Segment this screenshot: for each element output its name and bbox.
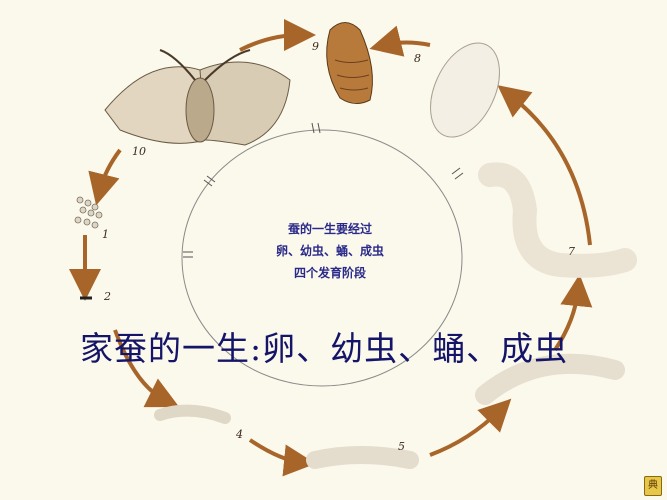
stage-number-4: 4 xyxy=(236,428,243,441)
stage-number-5: 5 xyxy=(398,440,405,453)
larva-small-illustration xyxy=(154,404,231,424)
larva-medium-illustration xyxy=(306,446,419,469)
pupa-illustration xyxy=(326,22,373,104)
center-line-2: 卵、幼虫、蛹、成虫 xyxy=(275,244,384,258)
eggs-illustration xyxy=(74,196,103,229)
stage-number-7: 7 xyxy=(568,245,575,258)
center-circle xyxy=(181,129,463,387)
center-caption: 蚕的一生要经过 卵、幼虫、蛹、成虫 四个发育阶段 xyxy=(220,218,440,284)
larva-mature-illustration xyxy=(478,162,637,278)
stage-number-1: 1 xyxy=(102,228,109,241)
stage-number-10: 10 xyxy=(132,145,146,158)
stage-number-8: 8 xyxy=(414,52,421,65)
diagram-title: 家蚕的一生:卵、幼虫、蛹、成虫 xyxy=(80,329,569,368)
center-line-3: 四个发育阶段 xyxy=(293,266,366,280)
stage-number-9: 9 xyxy=(312,40,319,53)
moth-illustration xyxy=(104,49,291,146)
stage-number-2: 2 xyxy=(104,290,111,303)
larva-large-illustration xyxy=(475,353,625,405)
cocoon-illustration xyxy=(430,42,500,138)
dictionary-icon: 典 xyxy=(644,476,662,496)
center-line-1: 蚕的一生要经过 xyxy=(287,222,372,236)
